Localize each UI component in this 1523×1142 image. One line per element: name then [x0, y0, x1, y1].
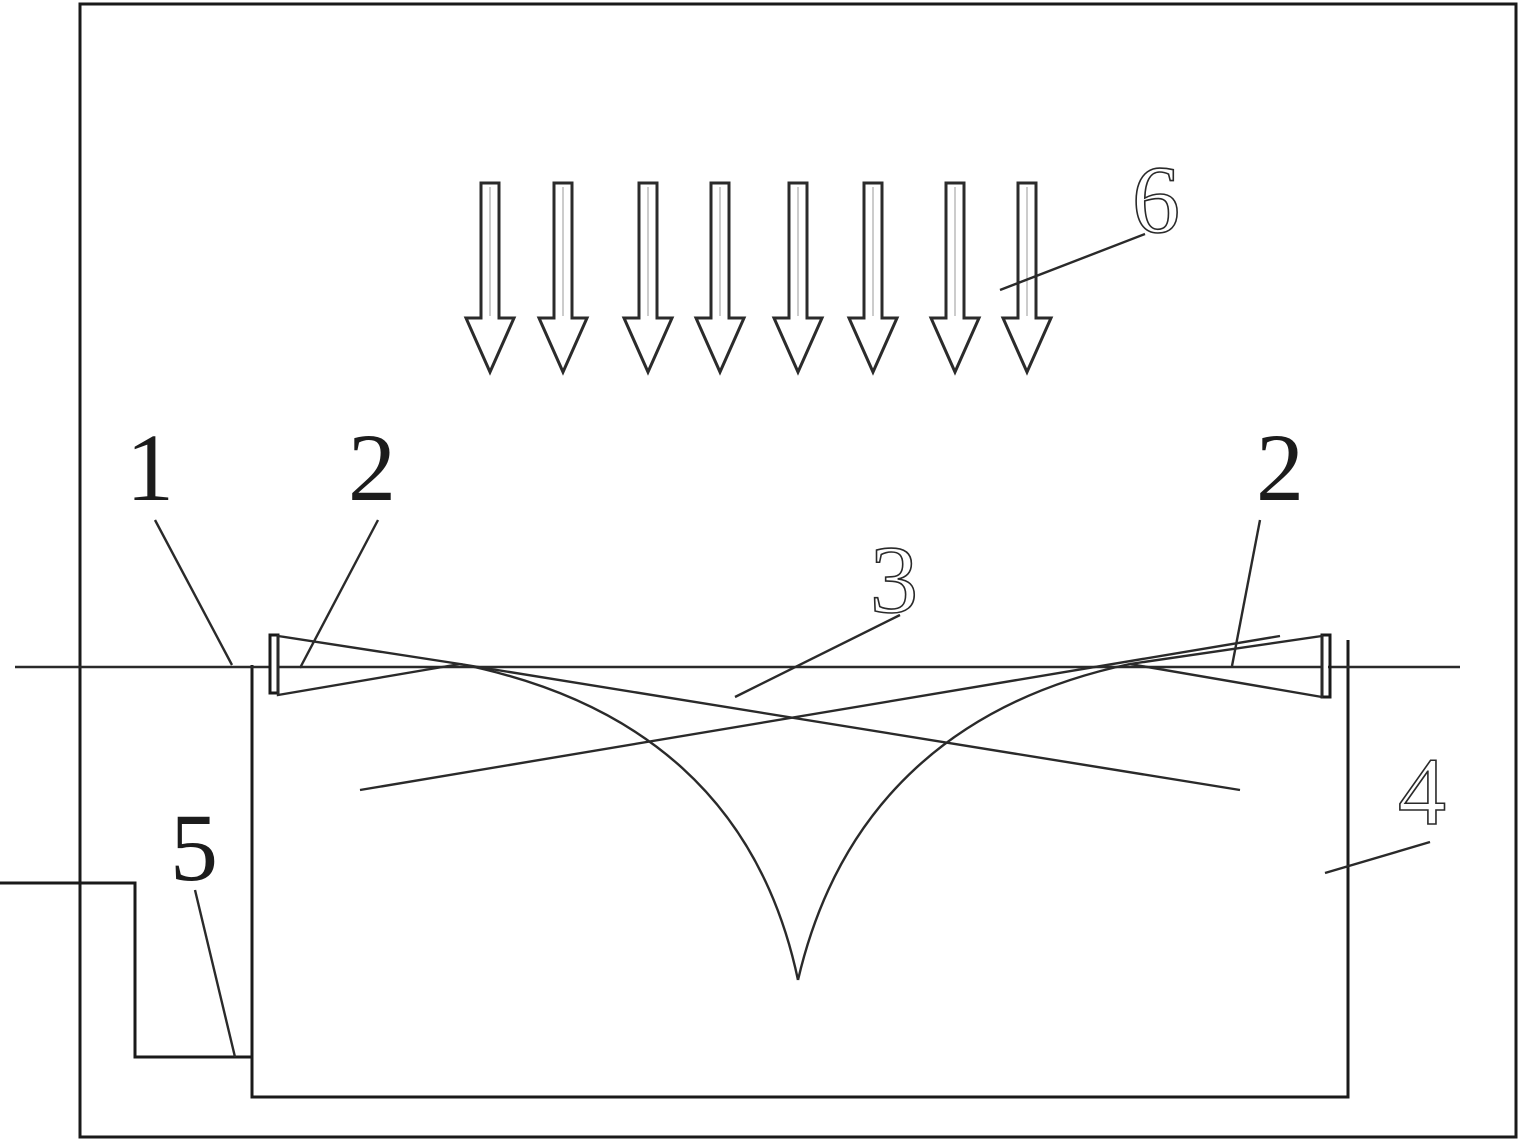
crossing-line-a: [359, 634, 1281, 792]
container-tank: [250, 640, 1350, 1099]
leader-line-2-left: [298, 519, 380, 669]
leader-line-5: [193, 889, 237, 1058]
arrow-group: [463, 181, 1054, 376]
left-tapered-element: [276, 634, 461, 697]
cusp-curve-left: [459, 662, 800, 981]
label-4: 4: [1398, 738, 1446, 845]
label-2-right: 2: [1256, 414, 1304, 521]
outer-enclosure: [78, 2, 1518, 1139]
label-1: 1: [126, 414, 174, 521]
label-2-left: 2: [348, 414, 396, 521]
leader-line-6: [999, 232, 1146, 292]
label-5: 5: [170, 794, 218, 901]
cusp-curve-right: [796, 662, 1131, 981]
leader-line-1: [153, 519, 234, 666]
label-6: 6: [1132, 146, 1180, 253]
left-connector-pipe: [0, 881, 252, 1059]
crossing-line-b: [459, 662, 1241, 792]
label-3: 3: [870, 526, 918, 633]
leader-line-2-right: [1230, 519, 1262, 667]
leader-line-3: [734, 613, 901, 699]
leader-line-4: [1324, 840, 1431, 875]
